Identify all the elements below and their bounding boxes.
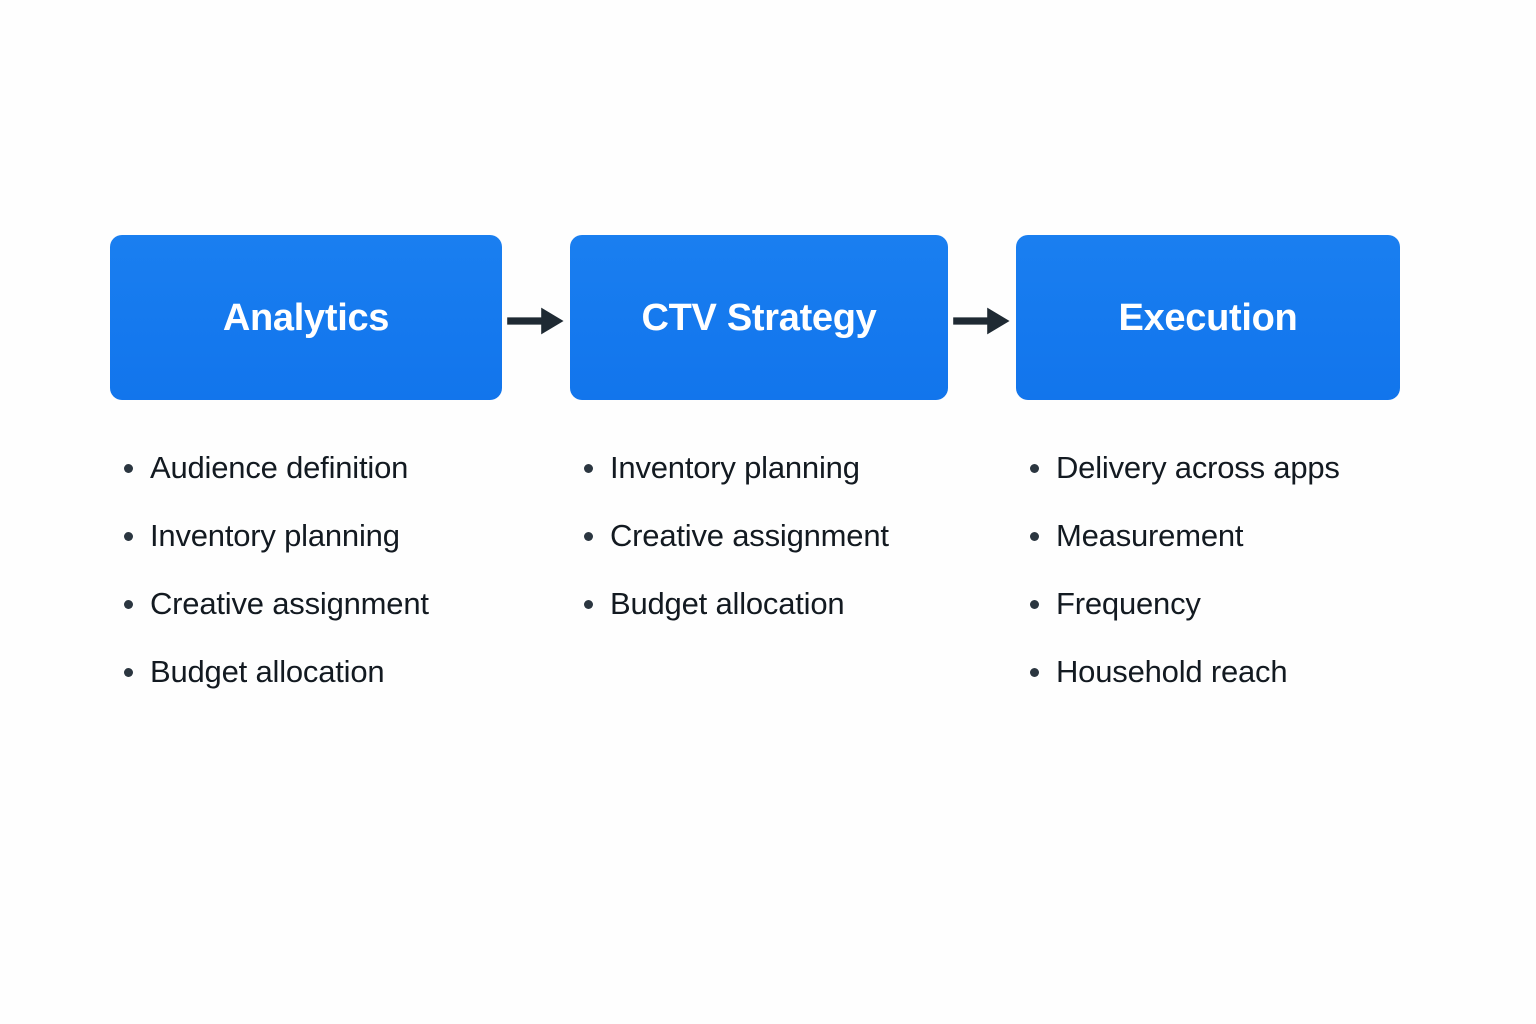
list-item: Delivery across apps — [1030, 446, 1450, 514]
list-item: Inventory planning — [584, 446, 984, 514]
list-item-label: Creative assignment — [610, 518, 889, 553]
stage-list-execution: Delivery across apps Measurement Frequen… — [1030, 446, 1450, 718]
bullet-dot-icon — [124, 464, 133, 473]
list-item-label: Household reach — [1056, 654, 1288, 689]
bullet-dot-icon — [124, 532, 133, 541]
bullet-dot-icon — [1030, 668, 1039, 677]
bullet-dot-icon — [584, 600, 593, 609]
list-item: Budget allocation — [584, 582, 984, 650]
stage-box-analytics[interactable]: Analytics — [110, 235, 502, 400]
list-item-label: Inventory planning — [610, 450, 860, 485]
list-item-label: Creative assignment — [150, 586, 429, 621]
list-item-label: Budget allocation — [150, 654, 385, 689]
stage-title-ctv-strategy: CTV Strategy — [641, 296, 877, 339]
stage-list-analytics: Audience definition Inventory planning C… — [124, 446, 524, 718]
bullet-dot-icon — [1030, 532, 1039, 541]
bullet-dot-icon — [584, 532, 593, 541]
list-item: Measurement — [1030, 514, 1450, 582]
list-item: Creative assignment — [584, 514, 984, 582]
list-item-label: Frequency — [1056, 586, 1201, 621]
list-item-label: Inventory planning — [150, 518, 400, 553]
bullet-dot-icon — [1030, 464, 1039, 473]
stage-box-execution[interactable]: Execution — [1016, 235, 1400, 400]
list-item: Frequency — [1030, 582, 1450, 650]
bullet-dot-icon — [584, 464, 593, 473]
list-item: Budget allocation — [124, 650, 524, 718]
stage-title-execution: Execution — [1118, 296, 1298, 339]
list-item: Audience definition — [124, 446, 524, 514]
list-item: Inventory planning — [124, 514, 524, 582]
bullet-dot-icon — [124, 600, 133, 609]
list-item: Household reach — [1030, 650, 1450, 718]
list-item-label: Measurement — [1056, 518, 1244, 553]
arrow-right-icon — [948, 303, 1016, 339]
bullet-dot-icon — [124, 668, 133, 677]
list-item-label: Audience definition — [150, 450, 409, 485]
list-item: Creative assignment — [124, 582, 524, 650]
stage-list-ctv-strategy: Inventory planning Creative assignment B… — [584, 446, 984, 650]
stage-title-analytics: Analytics — [222, 296, 390, 339]
list-item-label: Budget allocation — [610, 586, 845, 621]
list-item-label: Delivery across apps — [1056, 450, 1340, 485]
stage-box-ctv-strategy[interactable]: CTV Strategy — [570, 235, 948, 400]
bullet-dot-icon — [1030, 600, 1039, 609]
arrow-right-icon — [502, 303, 570, 339]
